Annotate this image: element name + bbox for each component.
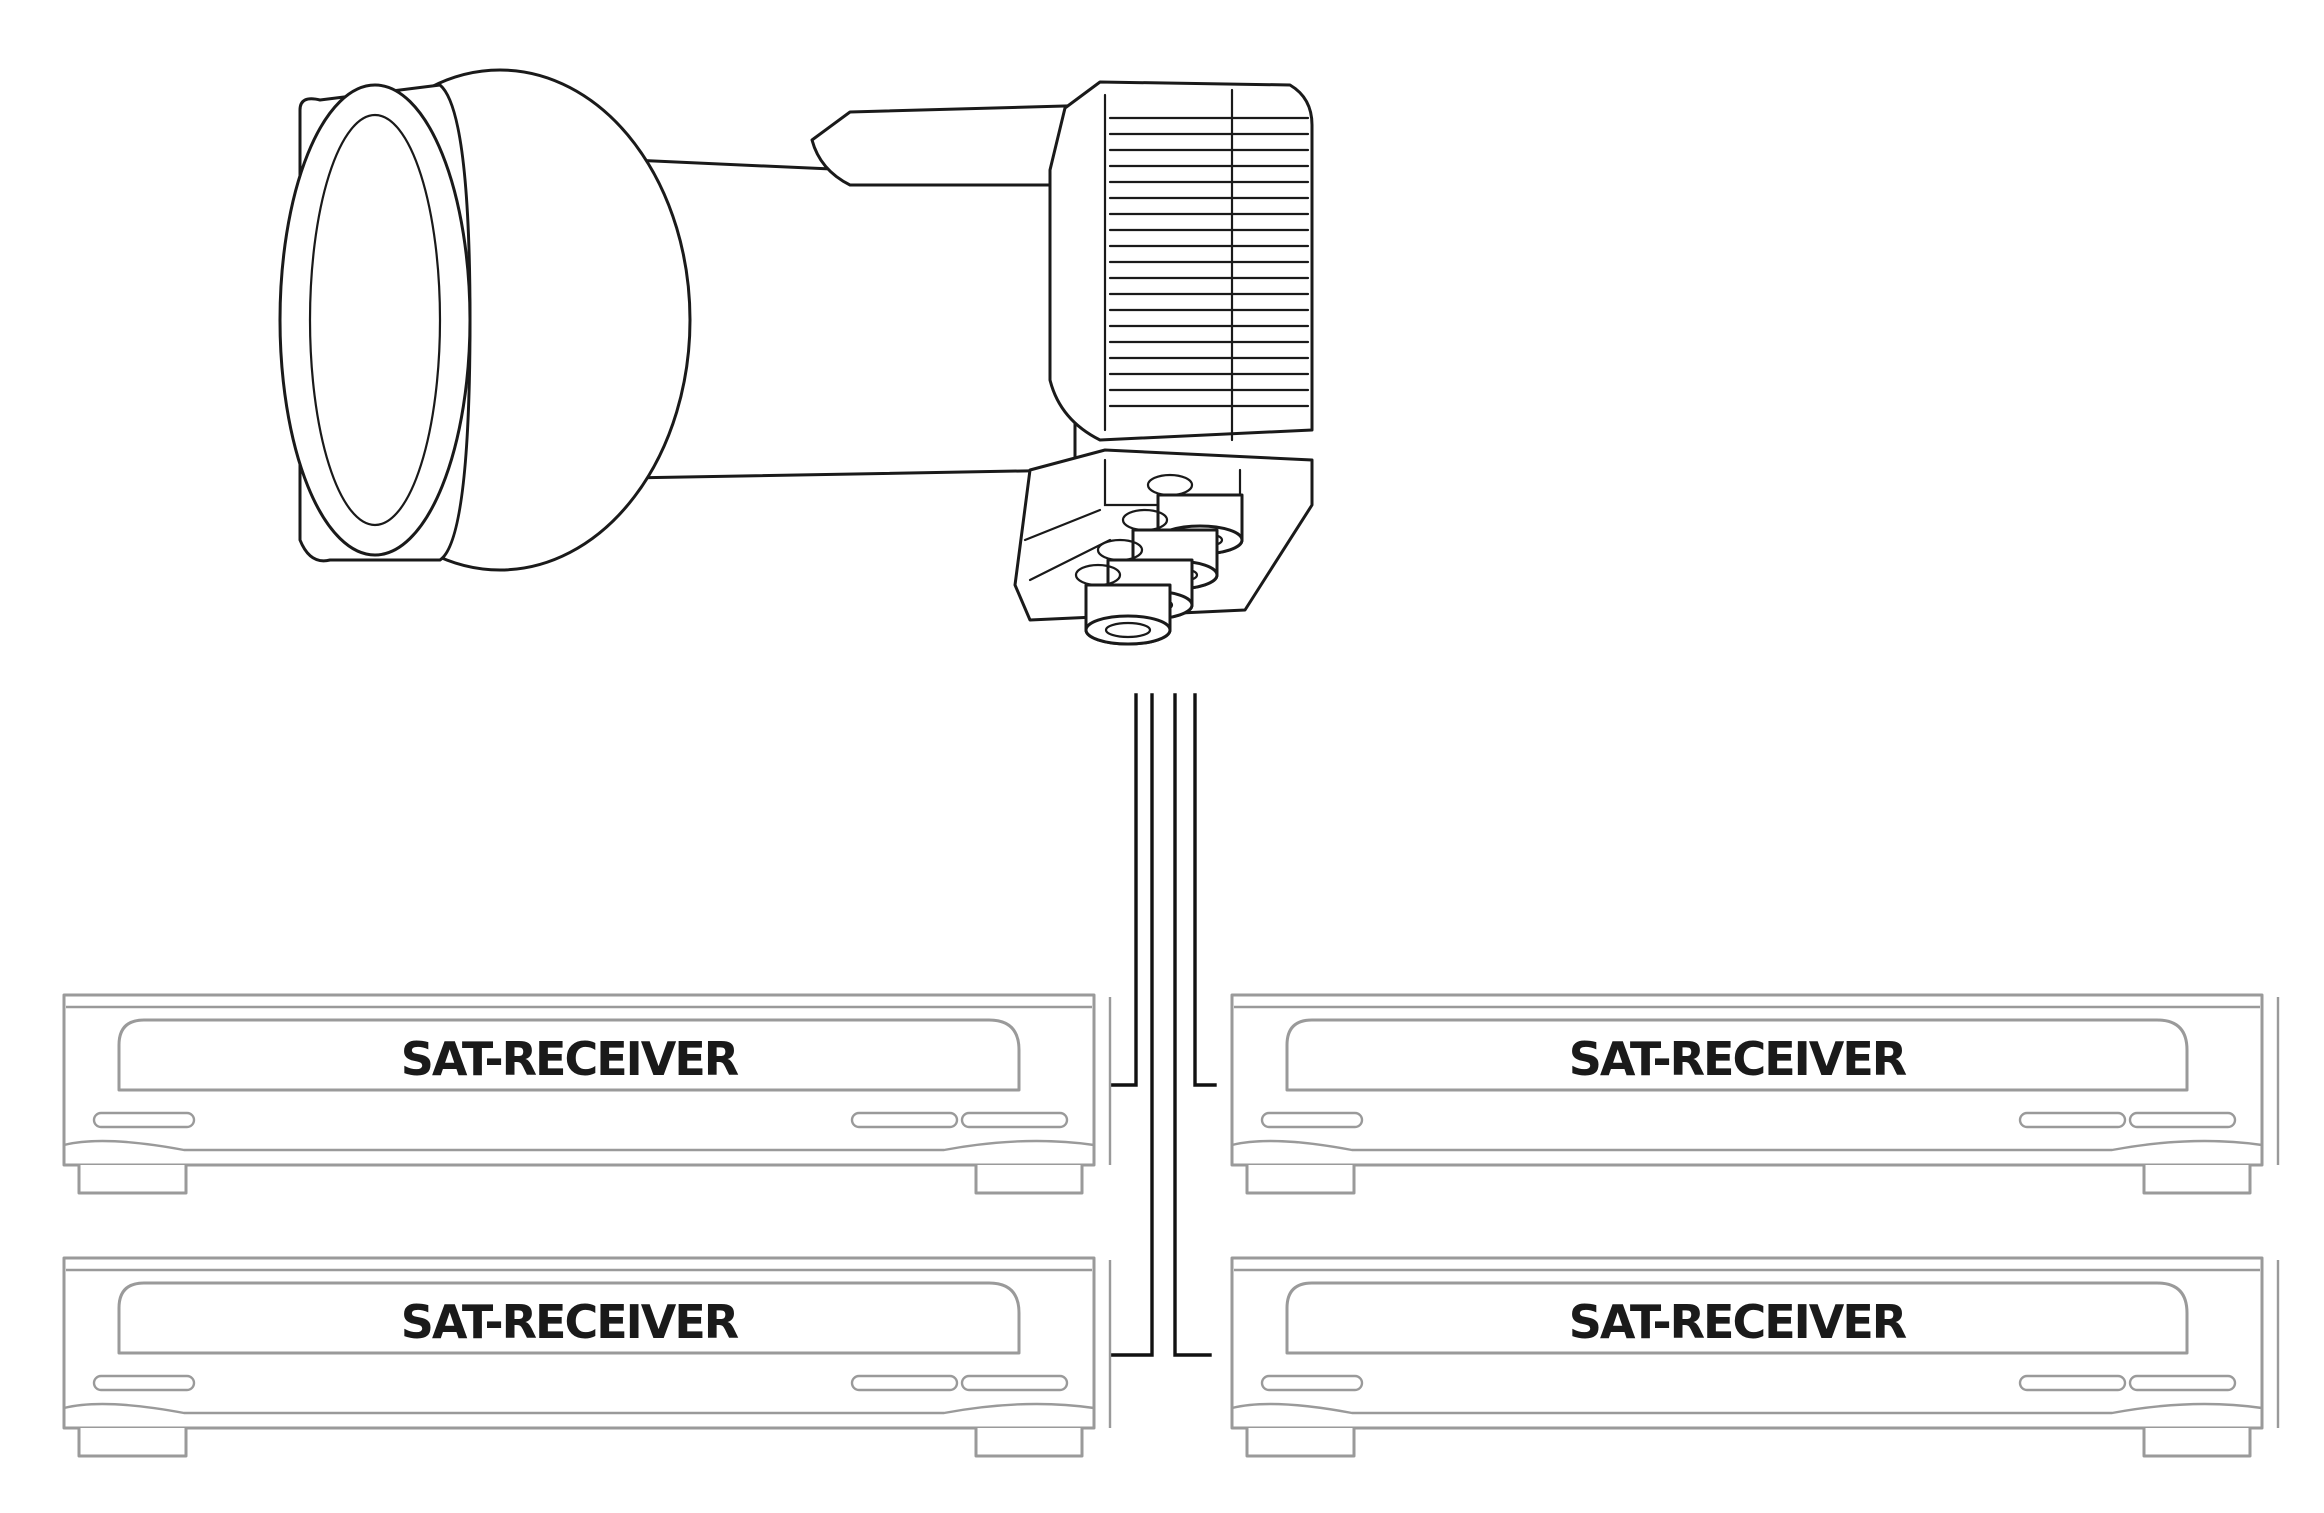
- receiver-label: SAT-RECEIVER: [1569, 1295, 1907, 1349]
- quad-lnb-icon: [278, 68, 1314, 646]
- sat-receiver-bottom-right: SAT-RECEIVER: [1230, 1256, 2280, 1458]
- coax-cables: [1110, 693, 1217, 1357]
- lnb-output-connector-4: [1074, 563, 1172, 646]
- receiver-label: SAT-RECEIVER: [1569, 1032, 1907, 1086]
- sat-receiver-bottom-left: SAT-RECEIVER: [62, 1256, 1112, 1458]
- receiver-label: SAT-RECEIVER: [401, 1295, 739, 1349]
- sat-receiver-top-right: SAT-RECEIVER: [1230, 993, 2280, 1195]
- sat-receiver-top-left: SAT-RECEIVER: [62, 993, 1112, 1195]
- receiver-label: SAT-RECEIVER: [401, 1032, 739, 1086]
